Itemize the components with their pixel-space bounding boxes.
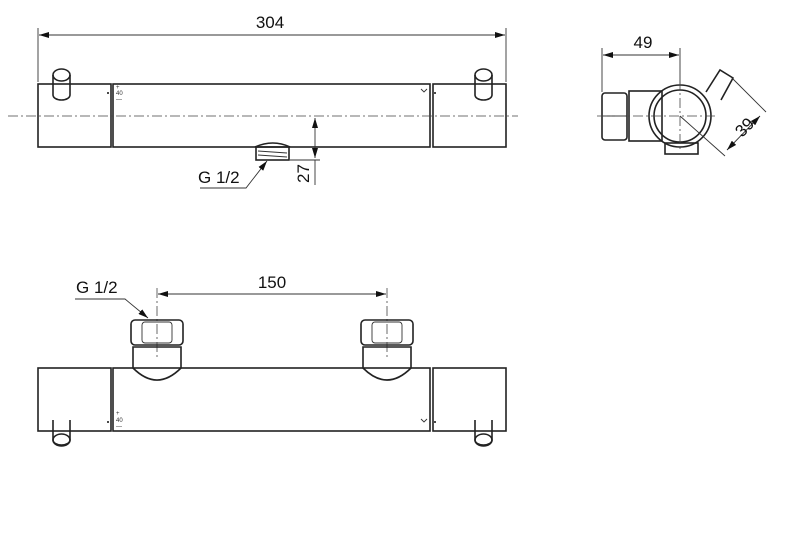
scale-value: 40 — [116, 91, 123, 97]
right-inlet — [360, 319, 414, 381]
main-body — [112, 83, 431, 148]
length-dimension-label: 304 — [256, 13, 284, 32]
top-view: 304 + 40 — 27 G 1/2 — [8, 13, 518, 189]
right-end-block — [432, 83, 507, 148]
bottom-view: 150 G 1/2 + 40 — — [37, 273, 507, 447]
scale-minus: — — [116, 97, 122, 103]
hex-nut — [601, 92, 628, 141]
scale-value: 40 — [116, 418, 123, 424]
outlet-thread-label: G 1/2 — [198, 168, 240, 187]
diagonal-label: 39 — [731, 114, 758, 141]
outlet — [254, 142, 291, 148]
inlet-spacing-label: 150 — [258, 273, 286, 292]
scale-plus: + — [116, 85, 120, 91]
outlet-height-label: 27 — [294, 164, 313, 183]
left-knob — [52, 75, 71, 101]
side-view: 49 39 — [597, 33, 767, 157]
left-end-block — [37, 83, 112, 148]
right-knob — [474, 75, 493, 101]
stub — [705, 68, 735, 101]
left-inlet — [130, 319, 184, 381]
inlet-thread-label: G 1/2 — [76, 278, 118, 297]
depth-label: 49 — [634, 33, 653, 52]
scale-plus: + — [116, 411, 120, 417]
scale-minus: — — [116, 424, 122, 430]
